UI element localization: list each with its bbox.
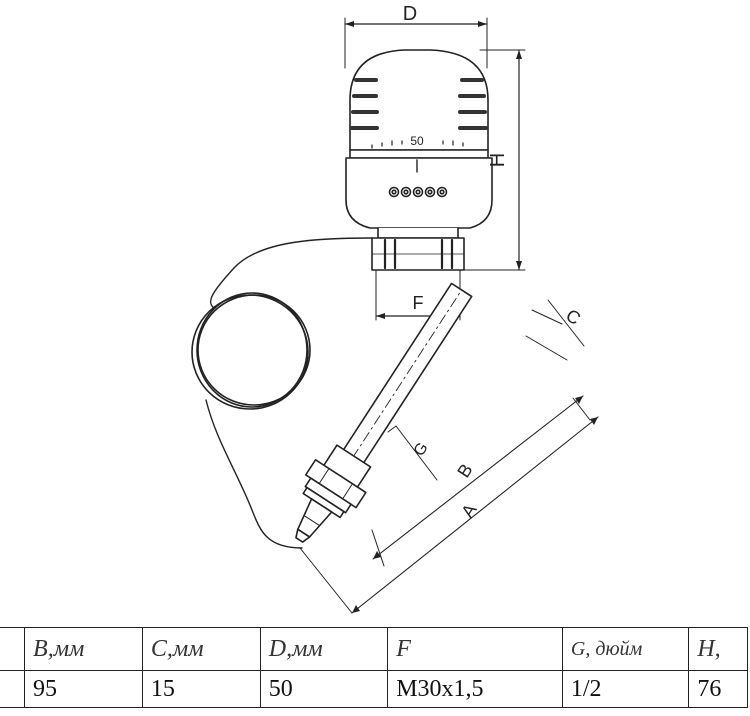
label-h: H: [487, 153, 509, 167]
value-d: 50: [259, 670, 389, 708]
value-g: 1/2: [561, 670, 690, 708]
dimension-g: [387, 425, 438, 481]
label-f: F: [413, 293, 424, 313]
dimension-d: [344, 17, 488, 69]
spec-table: B,мм C,мм D,мм F G, дюйм H, 95 15 50 M30…: [0, 627, 748, 708]
header-b: B,мм: [24, 627, 143, 671]
label-d: D: [403, 3, 417, 25]
label-g: G: [411, 440, 432, 460]
value-f: M30x1,5: [387, 670, 563, 708]
label-b: B: [453, 460, 476, 481]
capillary-tube: [191, 237, 373, 549]
label-a: A: [457, 500, 480, 521]
value-h: 76: [688, 670, 748, 708]
label-c: C: [562, 305, 584, 329]
header-c: C,мм: [141, 627, 261, 671]
scale-number: 50: [410, 134, 424, 148]
sensor-probe: [295, 282, 473, 543]
value-b: 95: [24, 670, 143, 708]
header-f: F: [387, 627, 563, 671]
value-c: 15: [141, 670, 261, 708]
header-d: D,мм: [259, 627, 389, 671]
dimension-b: [371, 395, 591, 567]
thermostatic-head-drawing: D H F C G B A 50: [191, 3, 599, 614]
header-g: G, дюйм: [561, 627, 690, 671]
table-value-row: 95 15 50 M30x1,5 1/2 76: [0, 670, 748, 708]
table-cell-cut: [0, 627, 26, 671]
dimension-c: [525, 299, 585, 361]
dimension-a: [299, 416, 599, 614]
table-cell-cut: [0, 670, 26, 708]
thermostat-head: [345, 49, 493, 271]
header-h: H,: [688, 627, 748, 671]
table-header-row: B,мм C,мм D,мм F G, дюйм H,: [0, 627, 748, 671]
dimension-h: [461, 49, 526, 271]
